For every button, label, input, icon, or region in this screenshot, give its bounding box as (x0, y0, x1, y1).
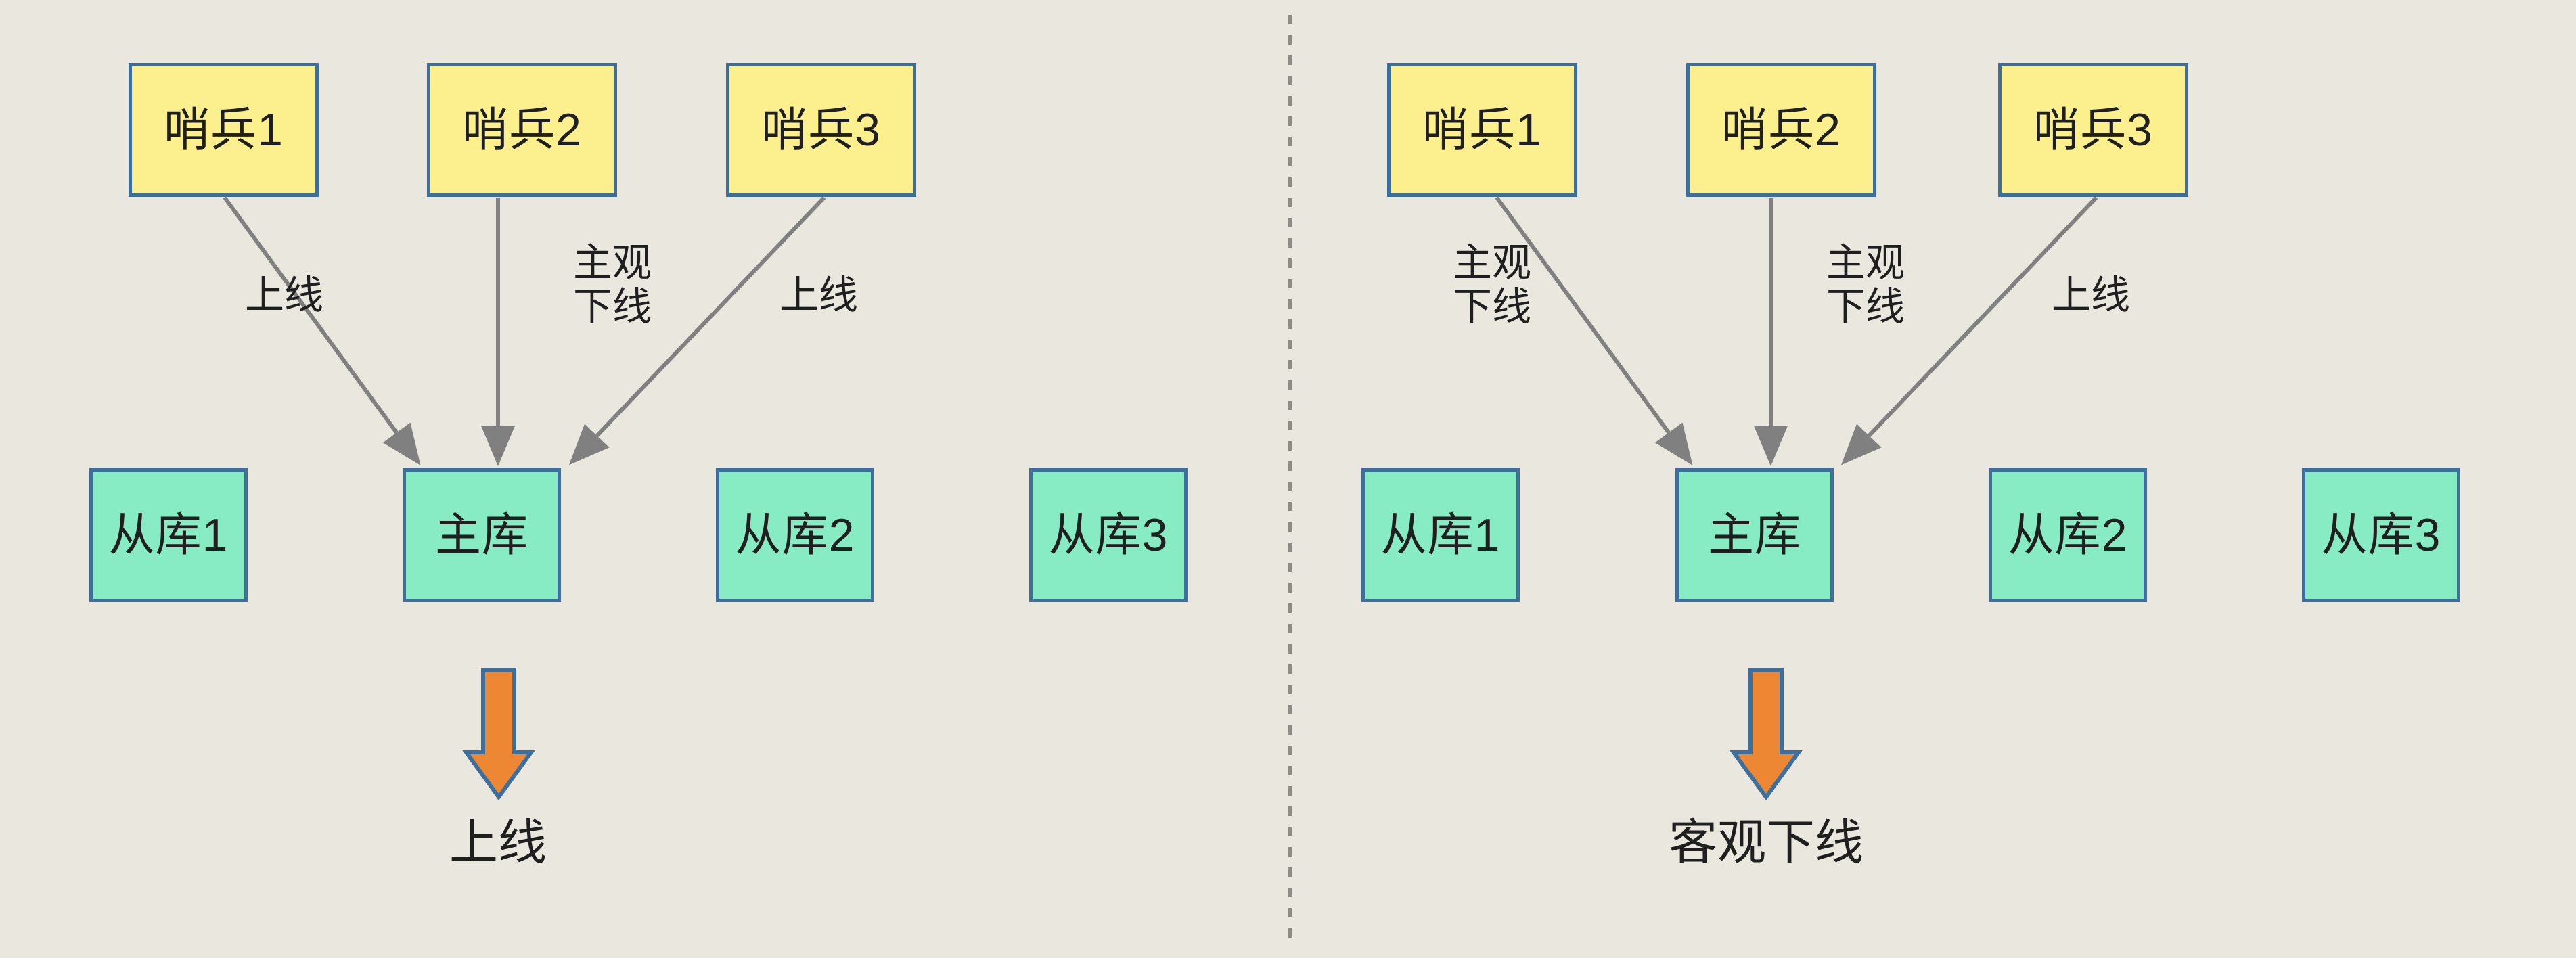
right-sentinel-1-label: 哨兵1 (1422, 104, 1542, 156)
left-master-label: 主库 (434, 509, 528, 561)
left-edge-sentinel-3-to-master-label: 上线 (779, 273, 858, 317)
left-edge-sentinel-1-to-master (223, 196, 421, 465)
right-edge-sentinel-1-to-master (1495, 196, 1693, 465)
left-replica-2-label: 从库2 (735, 509, 855, 561)
right-result-objective-offline-arrow-icon (1730, 668, 1803, 801)
left-sentinel-2-box[interactable]: 哨兵2 (427, 63, 617, 197)
right-sentinel-3-label: 哨兵3 (2033, 104, 2153, 156)
right-edge-sentinel-3-to-master-label: 上线 (2051, 273, 2130, 317)
right-master-label: 主库 (1707, 509, 1801, 561)
left-edge-sentinel-3-to-master (568, 196, 826, 465)
right-sentinel-2-label: 哨兵2 (1721, 104, 1841, 156)
right-replica-2-box[interactable]: 从库2 (1989, 468, 2147, 602)
right-edge-sentinel-3-to-master (1840, 196, 2098, 465)
left-replica-3-label: 从库3 (1048, 509, 1169, 561)
right-result-objective-offline-label: 客观下线 (1668, 816, 1863, 870)
left-replica-1-label: 从库1 (108, 509, 229, 561)
right-edge-sentinel-2-to-master-label: 主观 下线 (1826, 241, 1905, 329)
left-replica-3-box[interactable]: 从库3 (1029, 468, 1188, 602)
left-master-box[interactable]: 主库 (403, 468, 561, 602)
right-replica-1-label: 从库1 (1380, 509, 1501, 561)
left-replica-1-box[interactable]: 从库1 (89, 468, 248, 602)
left-sentinel-3-label: 哨兵3 (761, 104, 881, 156)
left-edge-sentinel-1-to-master-label: 上线 (244, 273, 323, 317)
left-replica-2-box[interactable]: 从库2 (716, 468, 874, 602)
left-sentinel-1-box[interactable]: 哨兵1 (129, 63, 319, 197)
right-replica-2-label: 从库2 (2008, 509, 2128, 561)
left-result-online-arrow-icon (462, 668, 535, 801)
right-edge-sentinel-1-to-master-label: 主观 下线 (1452, 241, 1531, 329)
left-edge-sentinel-2-to-master-label: 主观 下线 (572, 241, 652, 329)
right-sentinel-3-box[interactable]: 哨兵3 (1998, 63, 2188, 197)
left-sentinel-2-label: 哨兵2 (462, 104, 582, 156)
right-replica-1-box[interactable]: 从库1 (1361, 468, 1520, 602)
right-sentinel-2-box[interactable]: 哨兵2 (1686, 63, 1876, 197)
left-sentinel-3-box[interactable]: 哨兵3 (726, 63, 916, 197)
left-result-online-label: 上线 (449, 816, 547, 870)
right-master-box[interactable]: 主库 (1675, 468, 1834, 602)
right-sentinel-1-box[interactable]: 哨兵1 (1387, 63, 1577, 197)
right-replica-3-box[interactable]: 从库3 (2302, 468, 2460, 602)
right-replica-3-label: 从库3 (2321, 509, 2441, 561)
left-sentinel-1-label: 哨兵1 (164, 104, 284, 156)
